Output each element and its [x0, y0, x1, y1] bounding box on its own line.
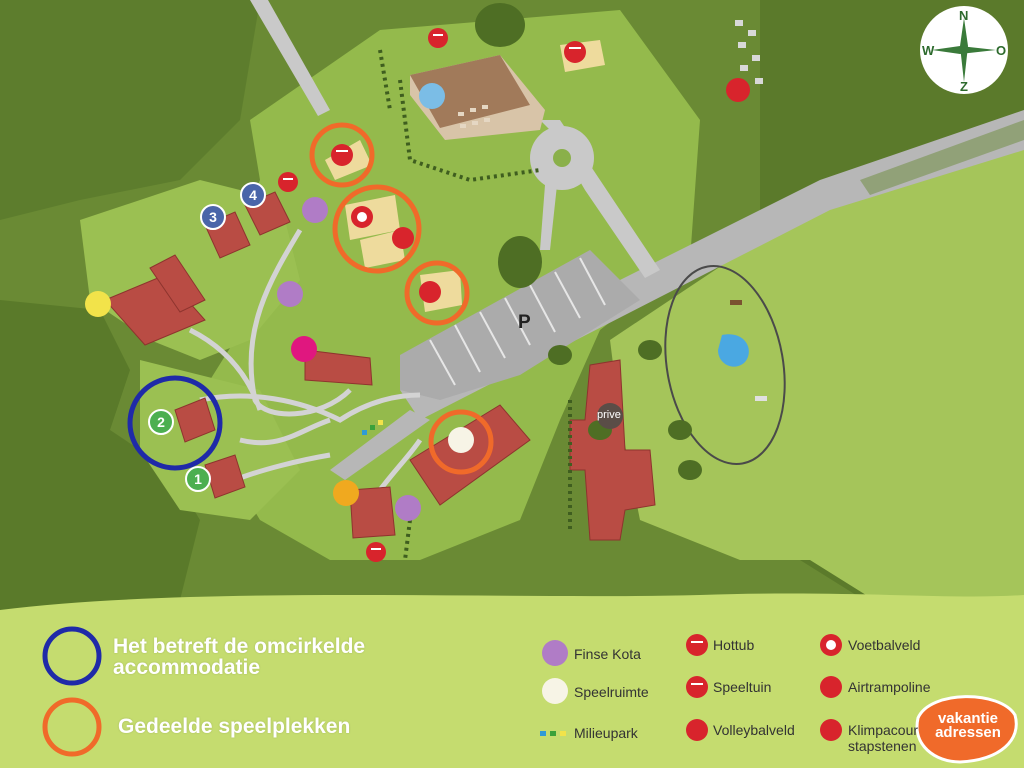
legend-markers — [42, 626, 842, 757]
legend-speelruimte: Speelruimte — [574, 684, 649, 700]
marker-lightblue — [419, 83, 445, 109]
south-road — [330, 410, 430, 480]
volleyball-icon — [686, 719, 708, 741]
marker-yellow — [85, 291, 111, 317]
legend-voetbalveld: Voetbalveld — [848, 637, 921, 653]
climbing-icon — [820, 719, 842, 741]
forest-northwest — [0, 0, 260, 220]
legend-shared-play-label: Gedeelde speelplekken — [118, 715, 351, 738]
pond-icon — [718, 334, 749, 367]
pasture-fence — [664, 265, 786, 465]
parking-lines — [429, 257, 606, 386]
legend-volleybalveld: Volleybalveld — [713, 722, 795, 738]
north-path — [250, 0, 330, 116]
footpaths — [188, 228, 423, 492]
cottage-south — [349, 486, 396, 539]
parking-label: P — [518, 312, 531, 333]
marker-orange — [333, 480, 359, 506]
shared-play-rings — [309, 122, 494, 475]
forest-southwest — [0, 300, 200, 610]
legend-hottub: Hottub — [713, 637, 755, 653]
volleyball-icon — [419, 281, 441, 303]
legend-accommodation-label: Het betreft de omcirkelde accommodatie — [113, 635, 366, 679]
main-lodge — [410, 55, 530, 128]
brand-logo-text: vakantie adressen — [935, 710, 1001, 741]
cottages — [104, 191, 656, 541]
prive-label: prive — [597, 409, 621, 421]
legend-finse-kota: Finse Kota — [574, 646, 641, 662]
cottage-2 — [174, 397, 216, 443]
road-shadow — [860, 120, 1024, 195]
play-room-icon — [448, 427, 474, 453]
cottage-badge-2: 2 — [148, 409, 174, 435]
kota-icon — [542, 640, 568, 666]
environmental-park-icon — [540, 731, 546, 736]
marker-pink — [291, 336, 317, 362]
compass-west: W — [922, 43, 935, 58]
prive-marker — [597, 403, 623, 429]
cottage-badge-1: 1 — [185, 466, 211, 492]
hottub-icon — [366, 542, 386, 562]
brand-logo — [915, 695, 1018, 764]
playground-icon — [564, 41, 586, 63]
climbing-stones — [735, 20, 763, 84]
legend-airtrampoline: Airtrampoline — [848, 679, 931, 695]
legend-milieupark: Milieupark — [574, 725, 638, 741]
playground-icon — [331, 144, 353, 166]
compass-icon — [920, 6, 1008, 94]
legend-klimpacour: Klimpacour stapstenen — [848, 722, 919, 754]
legend-blue-ring — [42, 626, 102, 686]
east-meadow — [610, 120, 1024, 620]
hottub-icon — [686, 634, 708, 656]
trampoline-icon — [820, 676, 842, 698]
cottage-1 — [204, 454, 246, 499]
environmental-park-icon — [362, 420, 383, 435]
play-room-icon — [542, 678, 568, 704]
cottage-badge-4: 4 — [240, 182, 266, 208]
group-house — [409, 404, 531, 506]
legend-speeltuin: Speeltuin — [713, 679, 772, 695]
trees — [475, 3, 702, 480]
compass-north: N — [959, 8, 969, 23]
compass-south: Z — [960, 79, 968, 94]
cottage-central — [304, 349, 373, 386]
southwest-clearing — [140, 360, 300, 520]
legend-band — [0, 593, 1024, 768]
horse-icon — [730, 300, 767, 401]
cottage-badge-3: 3 — [200, 204, 226, 230]
compass-east: O — [996, 43, 1007, 58]
hedges — [378, 49, 572, 561]
prive-house — [569, 359, 656, 541]
climbing-icon — [726, 78, 750, 102]
playground-icon — [686, 676, 708, 698]
kota-icon — [277, 197, 421, 521]
legend-orange-ring — [42, 697, 102, 757]
accommodation-ring — [127, 375, 223, 471]
hottub-icon — [428, 28, 448, 48]
hottub-icon — [278, 172, 298, 192]
trampoline-icon — [392, 227, 414, 249]
